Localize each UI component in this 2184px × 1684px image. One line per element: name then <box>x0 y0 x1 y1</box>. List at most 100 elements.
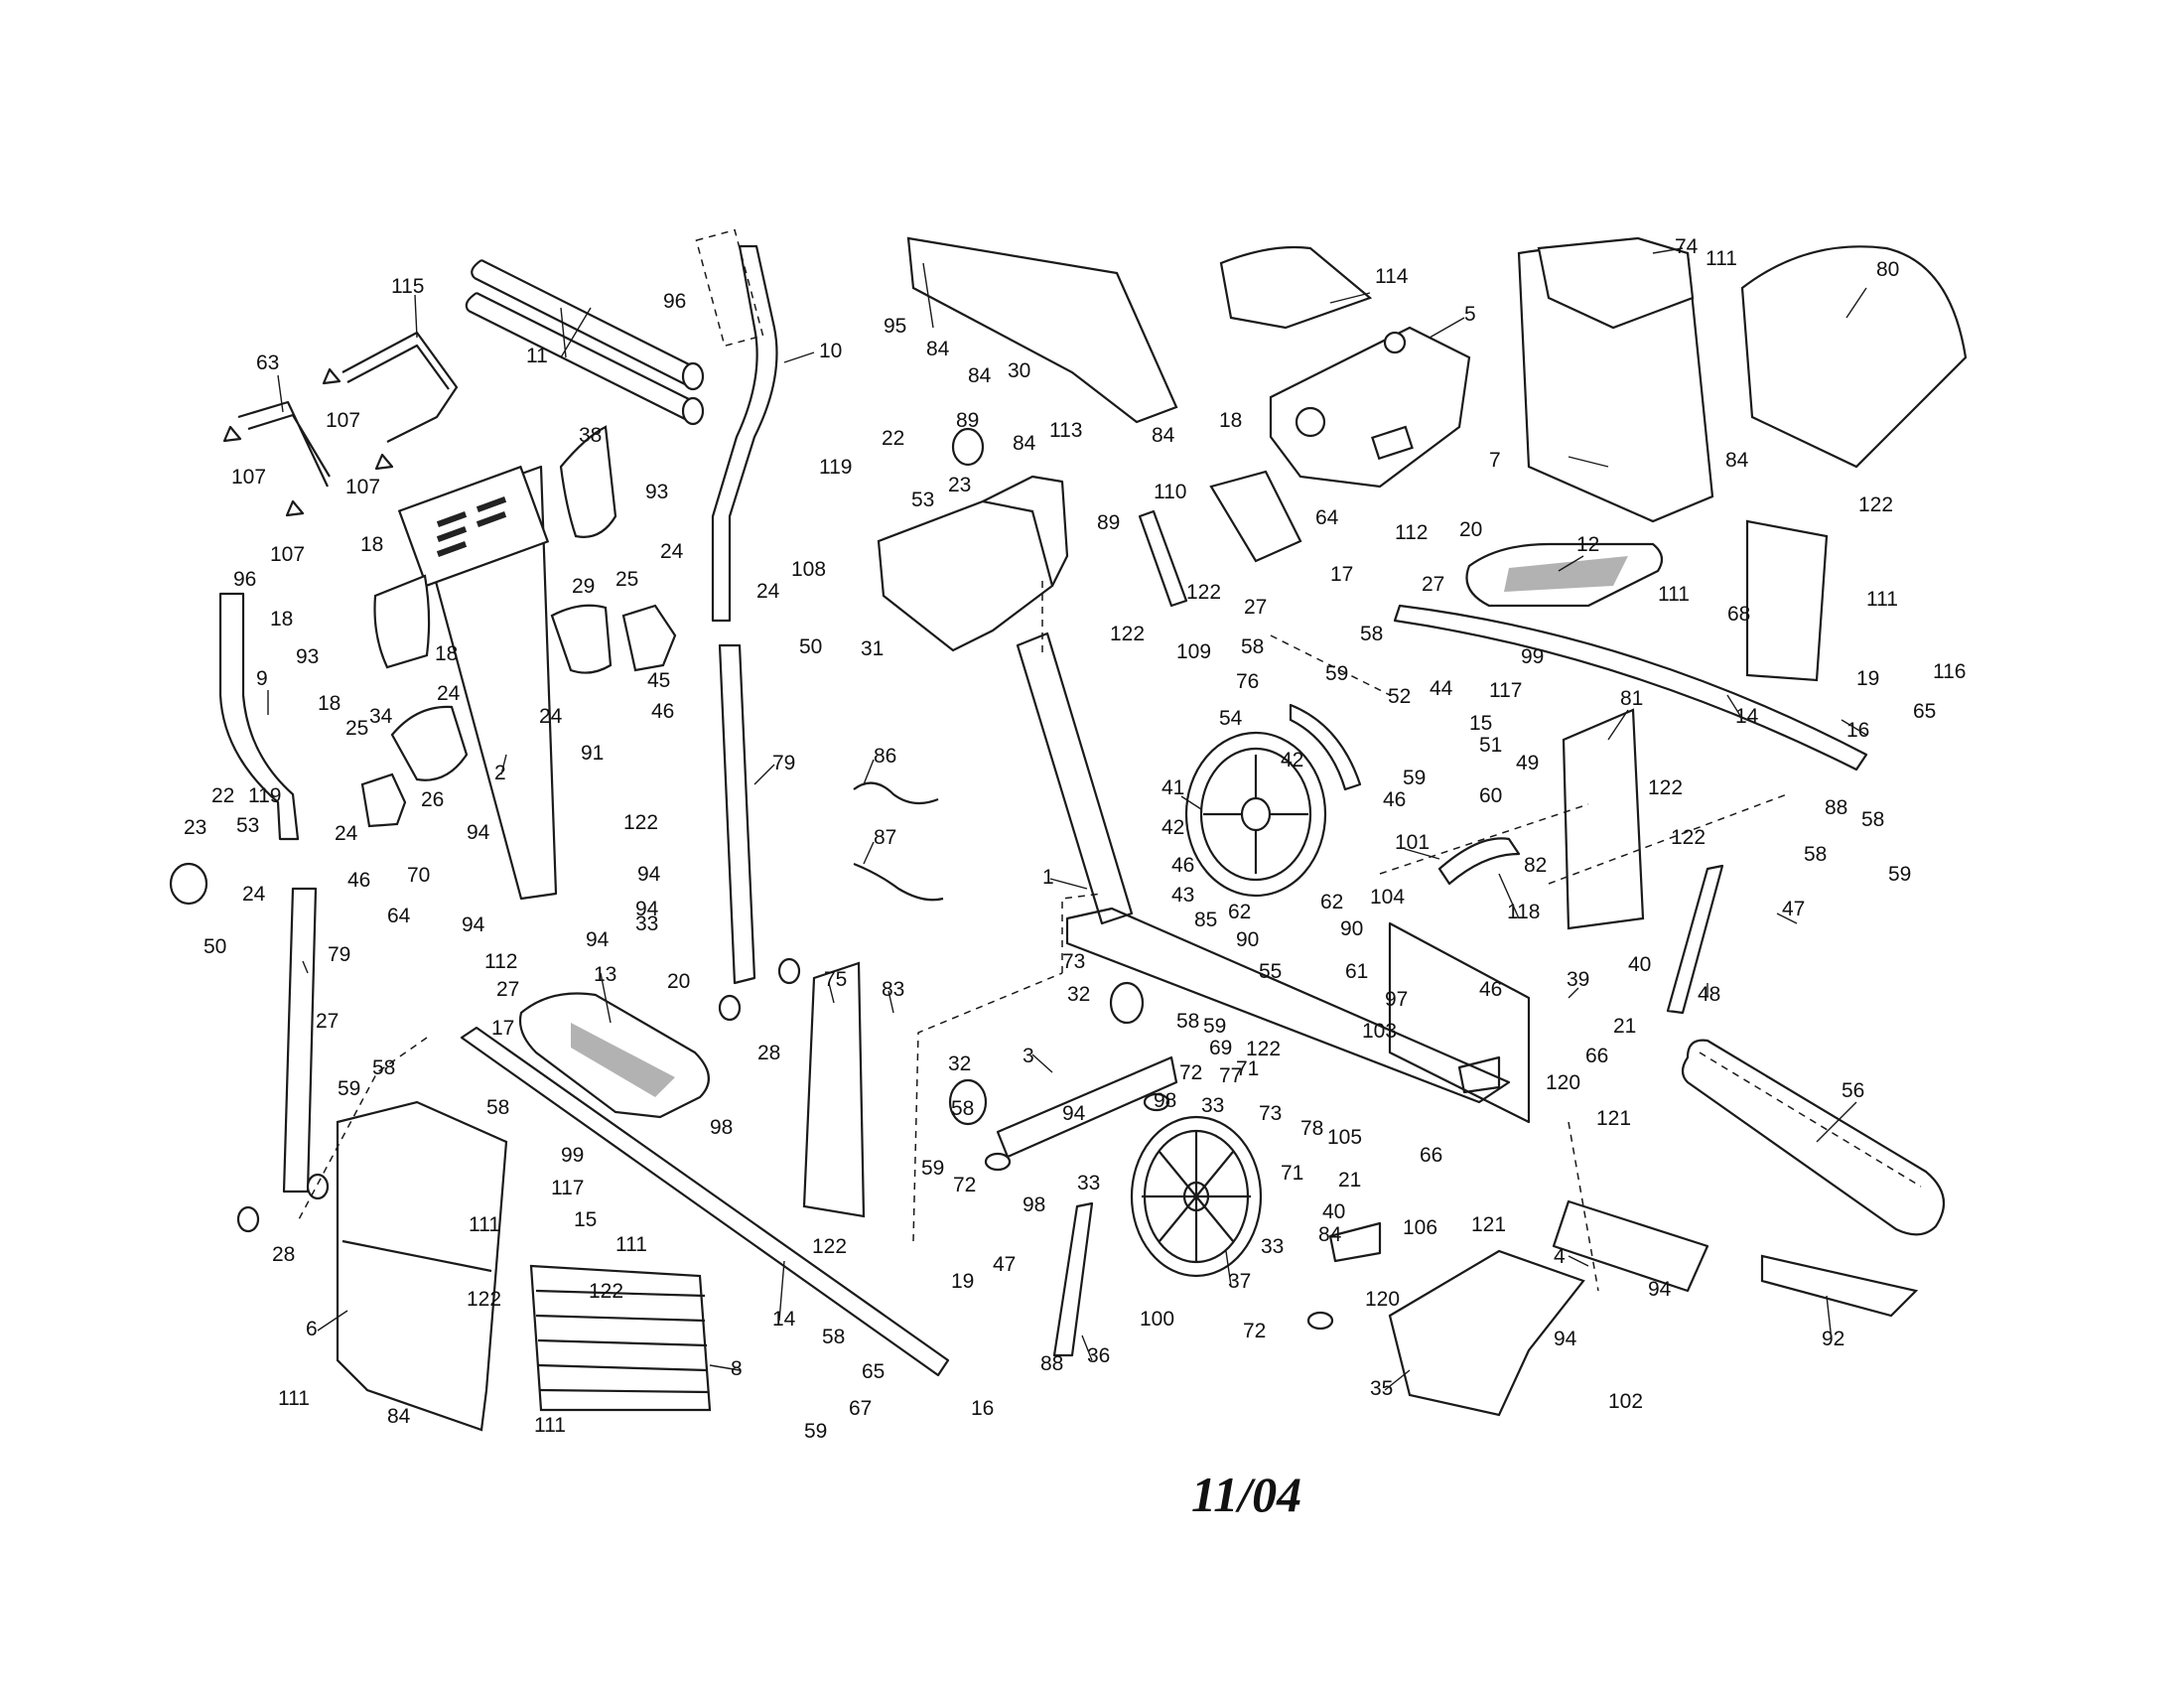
callout-97: 97 <box>1385 988 1408 1011</box>
callout-92: 92 <box>1822 1328 1844 1350</box>
callout-58-d: 58 <box>1804 843 1827 866</box>
callout-63: 63 <box>256 351 279 374</box>
callout-59-b: 59 <box>1403 767 1426 789</box>
part-1-frame-base <box>1065 907 1531 1124</box>
callout-85: 85 <box>1194 909 1217 931</box>
callout-111-f: 111 <box>278 1387 310 1410</box>
callout-93-b: 93 <box>296 645 319 668</box>
callout-46-c: 46 <box>1383 788 1406 811</box>
callout-28-right: 28 <box>757 1042 780 1064</box>
callout-19-left: 19 <box>951 1270 974 1293</box>
callout-119-top: 119 <box>819 456 852 479</box>
callout-94-b: 94 <box>637 863 661 886</box>
part-101-handle <box>1437 837 1521 886</box>
part-109-bracket <box>1138 509 1188 608</box>
part-3-crossbar <box>996 1055 1178 1159</box>
callout-52: 52 <box>1388 685 1411 708</box>
callout-105: 105 <box>1327 1126 1362 1149</box>
part-41-flywheel <box>1184 731 1327 898</box>
callout-27-d: 27 <box>316 1010 339 1033</box>
callout-20-left: 20 <box>667 970 690 993</box>
callout-24-e: 24 <box>335 822 358 845</box>
callout-26: 26 <box>421 788 444 811</box>
callout-58-g: 58 <box>372 1056 395 1079</box>
callout-12: 12 <box>1576 533 1599 556</box>
callout-68: 68 <box>1727 603 1750 626</box>
callout-121-a: 121 <box>1596 1107 1631 1130</box>
callout-59-e: 59 <box>921 1157 944 1180</box>
callout-102: 102 <box>1608 1390 1643 1413</box>
callout-112-a: 112 <box>1395 521 1428 544</box>
callout-116: 116 <box>1933 660 1966 683</box>
callout-84-e: 84 <box>1725 449 1749 472</box>
part-37-pulley <box>1130 1115 1263 1278</box>
part-31-shroud-top <box>982 475 1069 587</box>
callout-109: 109 <box>1176 640 1211 663</box>
callout-90-a: 90 <box>1236 928 1259 951</box>
callout-65-b: 65 <box>862 1360 885 1383</box>
callout-114: 114 <box>1375 265 1409 288</box>
part-drawings <box>169 228 1968 1432</box>
callout-106: 106 <box>1403 1216 1437 1239</box>
callout-121-b: 121 <box>1471 1213 1506 1236</box>
callout-46-a: 46 <box>651 700 674 723</box>
callout-9: 9 <box>256 667 268 690</box>
callout-50-a: 50 <box>799 635 822 658</box>
part-29-housing <box>550 604 613 674</box>
callout-27-a: 27 <box>1422 573 1444 596</box>
part-75-panel <box>802 961 866 1218</box>
callout-64-b: 64 <box>387 905 411 927</box>
callout-62-a: 62 <box>1228 901 1251 923</box>
part-52-brake-arm <box>1289 703 1362 791</box>
part-23-end-cap <box>169 862 208 906</box>
part-25-bearing-top <box>621 604 677 672</box>
part-107-fasteners <box>222 367 394 517</box>
callout-30: 30 <box>1008 359 1030 382</box>
part-72-foot-b <box>1143 1092 1170 1112</box>
callout-16-left: 16 <box>971 1397 994 1420</box>
callout-122-b: 122 <box>1186 581 1221 604</box>
callout-86: 86 <box>874 745 896 768</box>
callout-122-j: 122 <box>589 1280 623 1303</box>
callout-81: 81 <box>1620 687 1643 710</box>
callout-44: 44 <box>1430 677 1453 700</box>
part-6-shroud <box>336 1100 508 1432</box>
callout-120-a: 120 <box>1546 1071 1580 1094</box>
part-32-wheel-b <box>948 1078 988 1126</box>
part-79-lower-arm-right <box>718 643 756 985</box>
callout-69: 69 <box>1209 1037 1232 1059</box>
part-28-rollers <box>236 957 801 1233</box>
callout-84-f: 84 <box>1318 1223 1342 1246</box>
part-120-bracket-b <box>1457 1055 1501 1094</box>
callout-79-right: 79 <box>772 752 795 774</box>
callout-29: 29 <box>572 575 595 598</box>
callout-33-c: 33 <box>1261 1235 1284 1258</box>
callout-71-a: 71 <box>1236 1057 1259 1080</box>
callout-75: 75 <box>824 968 847 991</box>
callout-48: 48 <box>1698 983 1720 1006</box>
callout-10: 10 <box>819 340 842 362</box>
callout-89-a: 89 <box>956 409 979 432</box>
callout-47-b: 47 <box>993 1253 1016 1276</box>
callout-25-top: 25 <box>615 568 638 591</box>
callout-15-left: 15 <box>574 1208 597 1231</box>
callout-74: 74 <box>1675 235 1699 258</box>
part-5-console <box>1269 326 1471 489</box>
callout-72-b: 72 <box>953 1174 976 1196</box>
callout-15-right: 15 <box>1469 712 1492 735</box>
callout-14-left: 14 <box>772 1308 796 1331</box>
callout-53-b: 53 <box>236 814 259 837</box>
callout-2: 2 <box>494 762 506 784</box>
callout-25-left: 25 <box>345 717 368 740</box>
part-56-belt <box>1681 1039 1946 1236</box>
callout-122-f: 122 <box>1671 826 1706 849</box>
callout-82: 82 <box>1524 854 1547 877</box>
callout-18-d: 18 <box>318 692 341 715</box>
callout-59-a: 59 <box>1325 662 1348 685</box>
callout-58-a: 58 <box>1360 623 1383 645</box>
callout-122-a: 122 <box>1858 493 1893 516</box>
callout-5: 5 <box>1464 303 1476 326</box>
part-115-bracket <box>341 331 459 443</box>
callout-117-a: 117 <box>1489 679 1522 702</box>
